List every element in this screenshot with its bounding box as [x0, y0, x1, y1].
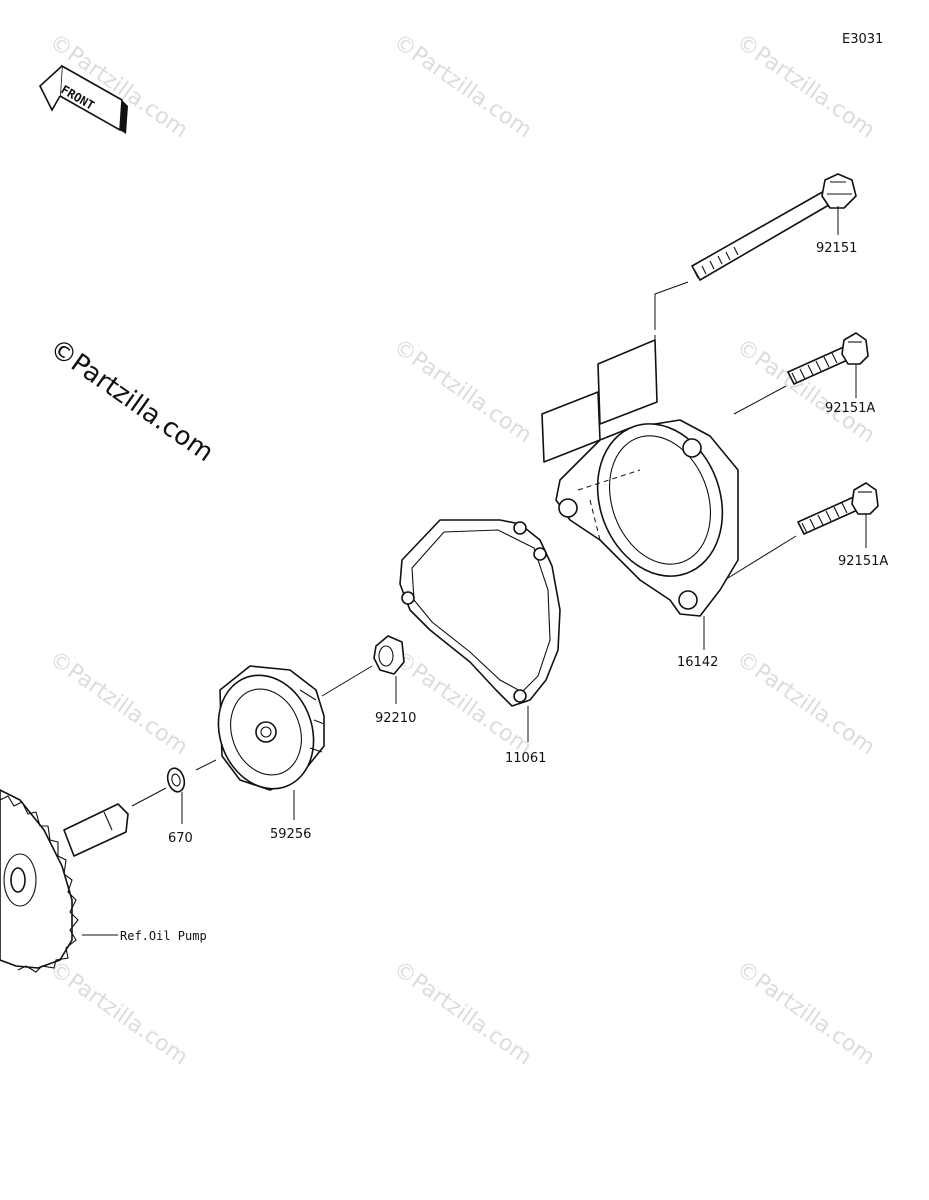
part-number-59256: 59256	[270, 827, 311, 842]
part-number-92151a-lower: 92151A	[838, 554, 888, 569]
washer-670	[131, 767, 186, 824]
water-pump-cover-16142	[541, 339, 739, 650]
gasket-11061	[399, 519, 561, 742]
part-number-92210: 92210	[375, 711, 416, 726]
long-bolt-92151	[691, 173, 857, 281]
front-arrow-icon: FRONT	[39, 64, 128, 134]
oil-pump-gear-reference	[0, 789, 129, 973]
nut-92210	[321, 635, 405, 704]
watermark: ©Partzilla.com	[732, 646, 880, 760]
watermark-main: ©Partzilla.com	[44, 333, 219, 468]
watermark: ©Partzilla.com	[389, 29, 537, 143]
impeller-59256	[195, 665, 325, 820]
watermark: ©Partzilla.com	[45, 646, 193, 760]
diagram-code: E3031	[842, 32, 883, 47]
part-number-92151a-upper: 92151A	[825, 401, 875, 416]
watermark: ©Partzilla.com	[45, 956, 193, 1070]
part-number-92151: 92151	[816, 241, 857, 256]
watermark: ©Partzilla.com	[389, 334, 537, 448]
part-number-16142: 16142	[677, 655, 718, 670]
bolt-92151a-lower	[727, 482, 879, 579]
part-number-11061: 11061	[505, 751, 546, 766]
reference-label: Ref.Oil Pump	[120, 929, 207, 943]
watermark: ©Partzilla.com	[389, 956, 537, 1070]
watermark: ©Partzilla.com	[732, 956, 880, 1070]
bolt-92151a-upper	[733, 332, 869, 415]
part-number-670: 670	[168, 831, 193, 846]
